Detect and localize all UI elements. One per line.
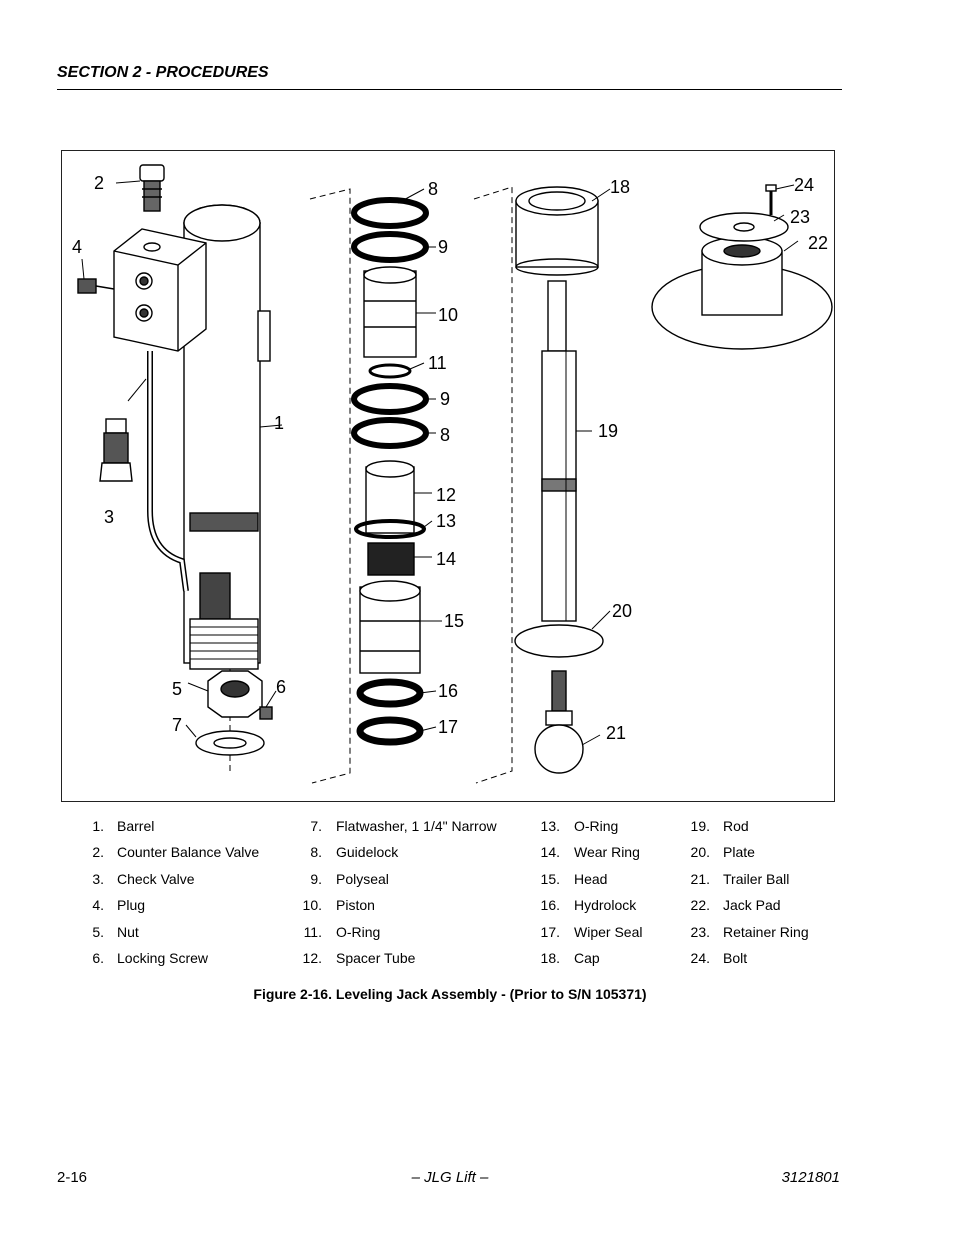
legend-item: 9.Polyseal <box>310 870 389 887</box>
callout-8-bottom: 8 <box>440 425 450 445</box>
callout-14: 14 <box>436 549 456 569</box>
callout-9-bottom: 9 <box>440 389 450 409</box>
callout-16: 16 <box>438 681 458 701</box>
callout-1: 1 <box>274 413 284 433</box>
legend-item: 8.Guidelock <box>310 844 399 861</box>
legend-item: 24.Bolt <box>690 949 748 966</box>
legend-item: 14.Wear Ring <box>540 844 640 861</box>
callout-3: 3 <box>104 507 114 527</box>
bolt-part <box>765 184 777 215</box>
legend-item: 18.Cap <box>540 949 600 966</box>
legend-item: 2.Counter Balance Valve <box>92 844 260 861</box>
legend-column-3: 13.O-Ring 14.Wear Ring 15.Head 16.Hydrol… <box>532 818 643 976</box>
legend-item: 15.Head <box>540 870 608 887</box>
page-number: 2-16 <box>57 1169 88 1186</box>
cap-part <box>515 186 599 276</box>
plate-part <box>514 624 604 658</box>
legend-item: 17.Wiper Seal <box>540 923 643 940</box>
legend-column-4: 19.Rod 20.Plate 21.Trailer Ball 22.Jack … <box>682 818 809 976</box>
callout-22: 22 <box>808 233 828 253</box>
counter-balance-valve-part <box>139 164 165 212</box>
legend-item: 16.Hydrolock <box>540 897 637 914</box>
legend-item: 12.Spacer Tube <box>302 949 416 966</box>
legend-item: 19.Rod <box>690 818 749 834</box>
callout-19: 19 <box>598 421 618 441</box>
legend-item: 22.Jack Pad <box>690 897 781 914</box>
legend-item: 21.Trailer Ball <box>690 870 790 887</box>
callout-5: 5 <box>172 679 182 699</box>
leveling-jack-illustration: 1 2 3 4 5 6 7 8 9 10 11 9 8 12 13 14 15 … <box>72 164 833 784</box>
nut-part <box>207 670 263 718</box>
callout-2: 2 <box>94 173 104 193</box>
legend-item: 4.Plug <box>92 897 146 914</box>
locking-screw-part <box>259 706 273 720</box>
legend-item: 7.Flatwasher, 1 1/4" Narrow <box>310 818 497 834</box>
legend-item: 3.Check Valve <box>92 870 195 887</box>
legend-item: 13.O-Ring <box>540 818 619 834</box>
footer-publisher: – JLG Lift – <box>411 1169 489 1186</box>
legend-item: 6.Locking Screw <box>92 949 209 966</box>
callout-21: 21 <box>606 723 626 743</box>
legend-item: 23.Retainer Ring <box>690 923 809 940</box>
callout-11: 11 <box>428 353 447 373</box>
rod-part <box>541 280 577 622</box>
section-header: SECTION 2 - PROCEDURES <box>57 64 269 81</box>
callout-6: 6 <box>276 677 286 697</box>
callout-15: 15 <box>444 611 464 631</box>
callout-17: 17 <box>438 717 458 737</box>
legend-item: 20.Plate <box>690 844 755 861</box>
jack-pad-part <box>651 236 833 350</box>
callout-12: 12 <box>436 485 456 505</box>
callout-24: 24 <box>794 175 814 195</box>
callout-20: 20 <box>612 601 632 621</box>
piston-stack <box>351 197 429 746</box>
callout-18: 18 <box>610 177 630 197</box>
legend-item: 11.O-Ring <box>303 923 381 940</box>
retainer-ring-part <box>699 212 789 242</box>
legend-column-2: 7.Flatwasher, 1 1/4" Narrow 8.Guidelock … <box>296 818 497 976</box>
legend-item: 10.Piston <box>302 897 375 914</box>
callout-8-top: 8 <box>428 179 438 199</box>
legend-item: 1.Barrel <box>92 818 155 834</box>
exploded-view-figure: 1 2 3 4 5 6 7 8 9 10 11 9 8 12 13 14 15 … <box>61 150 835 802</box>
document-number: 3121801 <box>781 1169 840 1186</box>
legend-column-1: 1.Barrel 2.Counter Balance Valve 3.Check… <box>80 818 259 976</box>
callout-13: 13 <box>436 511 456 531</box>
callout-4: 4 <box>72 237 82 257</box>
legend-item: 5.Nut <box>92 923 139 940</box>
barrel-part <box>183 204 271 670</box>
callout-23: 23 <box>790 207 810 227</box>
callout-7: 7 <box>172 715 182 735</box>
counter-balance-block <box>113 228 207 592</box>
callout-10: 10 <box>438 305 458 325</box>
figure-caption: Figure 2-16. Leveling Jack Assembly - (P… <box>253 986 647 1002</box>
header-rule <box>57 89 842 90</box>
trailer-ball-part <box>534 670 584 774</box>
callout-9-top: 9 <box>438 237 448 257</box>
flatwasher-part <box>195 730 265 756</box>
check-valve-part <box>99 378 147 482</box>
plug-part <box>77 278 115 294</box>
